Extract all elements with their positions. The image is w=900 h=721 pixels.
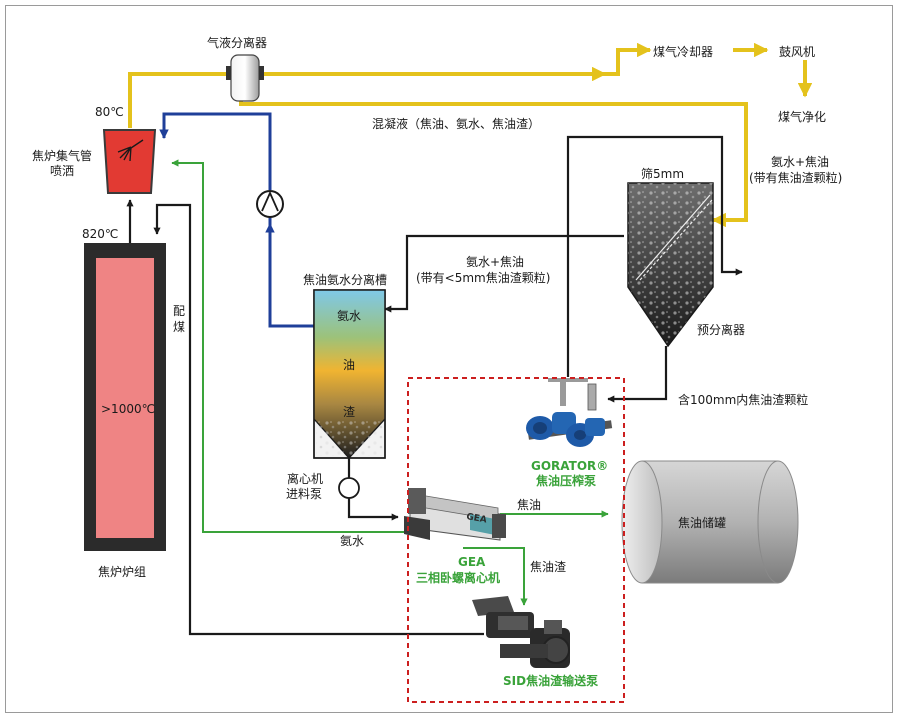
label-temp-820: 820℃ — [82, 227, 118, 241]
label-pump-line1: 离心机 — [287, 471, 323, 486]
gea-centrifuge: GEA — [404, 488, 506, 541]
label-gas-purification: 煤气净化 — [778, 109, 826, 124]
label-collector-line1: 焦炉集气管 — [32, 148, 92, 163]
screen-mesh-icon — [635, 194, 713, 281]
collector-main — [102, 129, 157, 194]
sid-pump — [472, 596, 570, 668]
label-tank-residue: 渣 — [343, 405, 355, 419]
gas-line-to-cooler-2 — [605, 42, 652, 76]
centrifuge-feed-pump — [338, 477, 360, 499]
tar-storage-tank — [621, 460, 799, 584]
label-gorator-line2: 焦油压榨泵 — [535, 473, 596, 488]
tar-residue-line — [463, 547, 528, 606]
label-separator-tank: 焦油氨水分离槽 — [303, 272, 387, 287]
coke-oven-battery — [84, 243, 166, 551]
gas-liquid-separator — [226, 54, 264, 102]
label-oven-temp: >1000℃ — [101, 402, 155, 416]
gea-logo: GEA — [465, 512, 487, 525]
label-particles-100mm: 含100mm内焦油渣颗粒 — [678, 392, 808, 407]
label-blower: 鼓风机 — [779, 45, 815, 59]
label-coal-feed-1: 配 — [173, 304, 185, 318]
equipment-scope-box — [407, 377, 625, 703]
label-tank-water: 氨水 — [337, 309, 361, 323]
label-ammonia-tar-right-line1: 氨水+焦油 — [771, 155, 829, 169]
pre-separator — [627, 182, 714, 348]
recirculation-pump — [256, 190, 284, 218]
label-tar-residue: 焦油渣 — [530, 560, 566, 574]
label-pump-line2: 进料泵 — [286, 487, 322, 501]
label-gas-cooler: 煤气冷却器 — [653, 44, 713, 59]
spray-nozzle-icon — [117, 139, 144, 162]
label-coal-feed-2: 煤 — [173, 320, 185, 334]
label-gea-line2: 三相卧螺离心机 — [416, 570, 500, 585]
label-gas-liquid-separator: 气液分离器 — [207, 35, 267, 50]
ammonia-recirculation-line — [159, 112, 314, 328]
label-temp-80: 80℃ — [95, 105, 124, 119]
label-sid-pump: SID焦油渣输送泵 — [503, 673, 598, 688]
ammonia-return-line — [171, 159, 404, 533]
label-screen: 筛5mm — [641, 166, 684, 181]
label-oven-group: 焦炉炉组 — [98, 565, 146, 579]
label-pre-separator: 预分离器 — [697, 322, 745, 337]
gas-line-to-separator — [128, 72, 229, 128]
label-gorator-line1: GORATOR® — [531, 459, 608, 473]
coal-feed-line — [153, 203, 484, 636]
label-gea-line1: GEA — [458, 555, 486, 569]
label-ammonia-tar-right-line2: (带有焦油渣颗粒) — [749, 170, 842, 185]
label-ammonia-tar-mid-line2: (带有<5mm焦油渣颗粒) — [416, 270, 550, 285]
label-collector-line2: 喷洒 — [50, 164, 74, 178]
pre-separator-to-gorator-line — [607, 346, 668, 403]
pump-to-centrifuge-line — [347, 498, 399, 521]
label-tank-oil: 油 — [343, 358, 355, 372]
mid-ammonia-tar-line — [384, 234, 624, 313]
label-tar: 焦油 — [517, 498, 541, 512]
gorator-return-line — [566, 135, 743, 377]
label-ammonia-tar-mid-line1: 氨水+焦油 — [466, 255, 524, 269]
tar-ammonia-separation-tank — [313, 289, 386, 459]
labels: 气液分离器 煤气冷却器 鼓风机 煤气净化 80℃ 焦炉集气管 喷洒 混凝液（焦油… — [32, 35, 842, 688]
label-tar-storage: 焦油储罐 — [678, 515, 726, 530]
black-lines — [126, 135, 743, 636]
label-ammonia: 氨水 — [340, 534, 364, 548]
gorator-pump — [526, 378, 613, 447]
label-condensate: 混凝液（焦油、氨水、焦油渣） — [372, 116, 540, 131]
green-lines — [171, 159, 609, 606]
